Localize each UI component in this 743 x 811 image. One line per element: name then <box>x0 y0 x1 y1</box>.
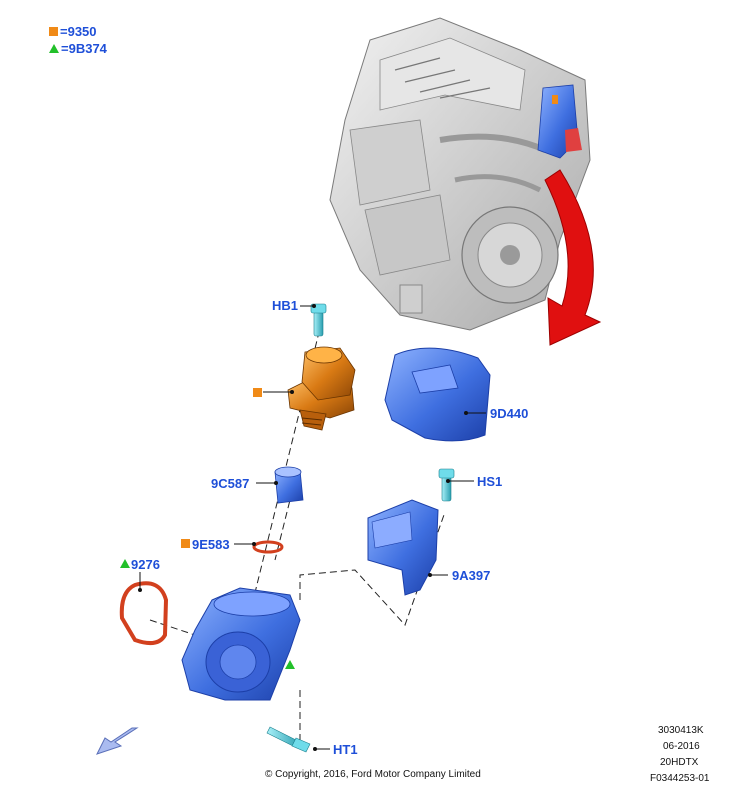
leader-dots <box>138 304 468 751</box>
tappet-9c587 <box>274 466 304 504</box>
o-ring-9e583 <box>252 540 284 554</box>
gasket-9276 <box>119 581 169 646</box>
illustration-code: 3030413K <box>658 725 704 736</box>
label-9e583: 9E583 <box>192 537 230 552</box>
label-hs1: HS1 <box>477 474 503 489</box>
label-9276: 9276 <box>131 557 160 572</box>
fuel-pump-9350 <box>287 346 356 431</box>
label-ht1: HT1 <box>333 742 358 757</box>
location-arrow <box>544 169 602 346</box>
bracket-9a397 <box>367 499 439 596</box>
installed-pump-highlight <box>537 84 582 159</box>
illustration-date: 06-2016 <box>663 741 700 752</box>
legend-item-9350: =9350 <box>49 24 97 39</box>
engine-assembly <box>329 17 591 331</box>
legend-text-9b374: =9B374 <box>61 41 107 56</box>
hb1-bolt <box>310 303 327 337</box>
label-hb1: HB1 <box>272 298 299 313</box>
legend-text-9350: =9350 <box>60 24 97 39</box>
label-9a397: 9A397 <box>452 568 491 583</box>
orange-square-icon <box>49 27 58 36</box>
legend-item-9b374: =9B374 <box>49 41 107 56</box>
leader-lines <box>139 305 486 750</box>
copyright-text: © Copyright, 2016, Ford Motor Company Li… <box>265 769 481 780</box>
o-ring-callout-square <box>181 539 190 548</box>
illustration-variant: 20HDTX <box>660 757 699 768</box>
front-direction-arrow <box>96 727 139 755</box>
green-triangle-icon <box>49 44 59 53</box>
gasket-callout-triangle <box>120 559 130 568</box>
label-9d440: 9D440 <box>490 406 529 421</box>
label-9c587: 9C587 <box>211 476 250 491</box>
cover-9d440 <box>384 347 491 442</box>
pump-callout-square <box>253 388 262 397</box>
hs1-bolt <box>438 468 455 502</box>
housing-callout-triangle <box>285 660 295 669</box>
pump-housing-9b374 <box>181 587 301 701</box>
illustration-ref: F0344253-01 <box>650 773 710 784</box>
ht1-bolt <box>266 726 311 753</box>
